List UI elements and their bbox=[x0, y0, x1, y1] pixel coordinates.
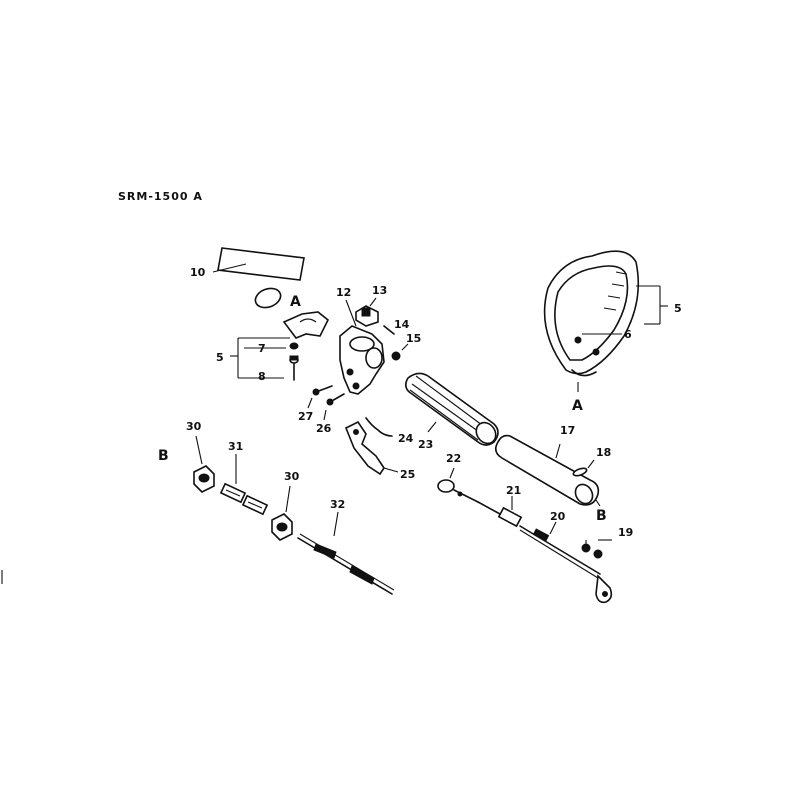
part-14-screw: 14 bbox=[383, 318, 410, 335]
callout-10: 10 bbox=[190, 266, 206, 279]
part-31-dampers: 31 bbox=[219, 440, 269, 516]
callout-15: 15 bbox=[406, 332, 421, 345]
part-23-grip: 23 bbox=[404, 372, 499, 451]
callout-13: 13 bbox=[372, 284, 387, 297]
part-19-nuts: 19 bbox=[581, 526, 633, 559]
callout-26: 26 bbox=[316, 422, 332, 435]
callout-B-left: B bbox=[158, 448, 169, 464]
part-15-nut: 15 bbox=[391, 332, 421, 361]
part-18-clip: 18 bbox=[572, 446, 611, 477]
part-13-switch: 13 bbox=[355, 284, 387, 327]
part-5-screw-set-left: 5 7 8 bbox=[216, 337, 299, 383]
callout-27: 27 bbox=[298, 410, 313, 423]
part-27-screw: 27 bbox=[298, 385, 333, 423]
part-10-label-plate: 10 bbox=[190, 247, 305, 281]
callout-31: 31 bbox=[228, 440, 243, 453]
callout-14: 14 bbox=[394, 318, 410, 331]
callout-7: 7 bbox=[258, 342, 266, 355]
callout-20: 20 bbox=[550, 510, 566, 523]
callout-23: 23 bbox=[418, 438, 433, 451]
part-30-bushing-upper: 30 bbox=[186, 420, 215, 493]
callout-8: 8 bbox=[258, 370, 266, 383]
part-24-spring: 24 bbox=[365, 417, 414, 445]
part-20-throttle-cable: 20 bbox=[519, 510, 613, 604]
part-21-cable-sleeve: 21 bbox=[477, 484, 523, 528]
callout-5-left: 5 bbox=[216, 351, 224, 364]
part-clamp-upper: A bbox=[254, 287, 330, 339]
part-30-bushing-lower: 30 bbox=[271, 470, 300, 541]
callout-6: 6 bbox=[624, 328, 632, 341]
part-22-cable-end: 22 bbox=[437, 452, 479, 503]
callout-19: 19 bbox=[618, 526, 633, 539]
callout-25: 25 bbox=[400, 468, 415, 481]
part-32-drive-shaft: 32 bbox=[297, 498, 395, 595]
part-26-screw: 26 bbox=[316, 393, 345, 435]
callout-B-right: B bbox=[596, 508, 607, 524]
callout-30-lower: 30 bbox=[284, 470, 300, 483]
part-25-throttle-lever: 25 bbox=[344, 420, 415, 481]
callout-32: 32 bbox=[330, 498, 345, 511]
callout-22: 22 bbox=[446, 452, 461, 465]
callout-12: 12 bbox=[336, 286, 351, 299]
callout-17: 17 bbox=[560, 424, 575, 437]
diagram-title: SRM-1500 A bbox=[118, 190, 203, 203]
callout-A-right: A bbox=[572, 398, 583, 414]
part-17-shaft-tube: 17 B bbox=[494, 424, 607, 524]
callout-21: 21 bbox=[506, 484, 521, 497]
callout-5-right: 5 bbox=[674, 302, 682, 315]
callout-18: 18 bbox=[596, 446, 611, 459]
part-5-loop-handle: 5 6 A bbox=[543, 250, 682, 414]
callout-30-upper: 30 bbox=[186, 420, 202, 433]
part-12-throttle-housing: 12 bbox=[336, 286, 385, 395]
callout-A-left: A bbox=[290, 294, 301, 310]
callout-24: 24 bbox=[398, 432, 414, 445]
